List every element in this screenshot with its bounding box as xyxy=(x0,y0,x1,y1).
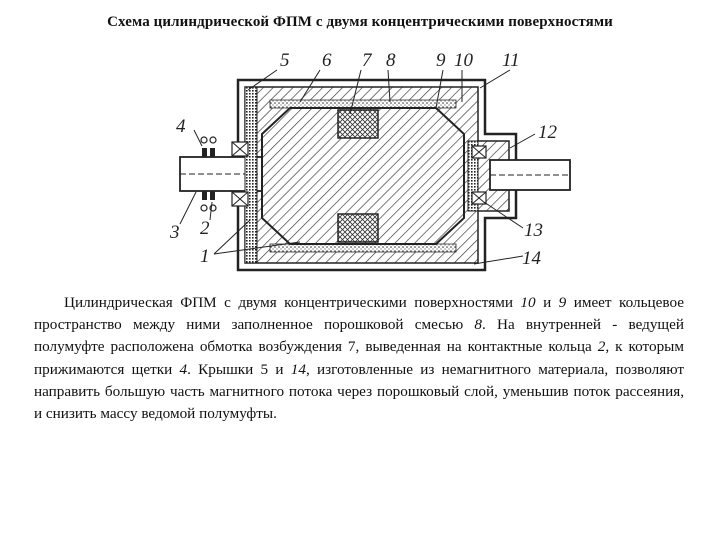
callout-14: 14 xyxy=(522,248,542,269)
callout-12: 12 xyxy=(538,122,558,143)
field-winding-bottom xyxy=(337,213,379,243)
slip-rings-and-brushes xyxy=(200,136,217,212)
callout-9: 9 xyxy=(436,50,446,71)
callout-10: 10 xyxy=(454,50,474,71)
text-run: . Крышки 5 и xyxy=(187,360,291,378)
bearings xyxy=(231,141,487,207)
callout-11: 11 xyxy=(502,50,520,71)
leader-lines xyxy=(179,69,536,265)
ref-10: 10 xyxy=(520,294,536,311)
clutch-diagram: 5 6 7 8 9 10 11 4 12 3 2 13 1 14 xyxy=(150,42,580,282)
text-run: и xyxy=(535,294,559,311)
description-paragraph: Цилиндрическая ФПМ с двумя концентрическ… xyxy=(34,292,684,425)
callout-5: 5 xyxy=(280,50,290,71)
callout-2: 2 xyxy=(200,218,210,239)
text-run: , к которым прижимаются щетки xyxy=(34,338,684,378)
callout-4: 4 xyxy=(176,116,186,137)
ref-2: 2 xyxy=(597,338,606,356)
ref-9: 9 xyxy=(558,294,567,311)
ref-14: 14 xyxy=(290,360,306,378)
callout-1: 1 xyxy=(200,246,210,267)
field-winding-top xyxy=(337,109,379,139)
callout-6: 6 xyxy=(322,50,332,71)
text-run: , изготовленные из немагнитного материал… xyxy=(34,360,684,423)
cover-14 xyxy=(467,140,479,212)
text-run: Цилиндрическая ФПМ с двумя концентрическ… xyxy=(64,294,521,311)
ref-4: 4 xyxy=(179,360,188,378)
callout-7: 7 xyxy=(362,50,373,71)
ref-8: 8 xyxy=(474,316,482,334)
text-run: имеет кольцевое пространство между ними … xyxy=(34,294,684,334)
text-run: . На внутренней - ведущей полумуфте расп… xyxy=(34,316,684,356)
cover-5 xyxy=(244,86,258,264)
callout-8: 8 xyxy=(386,50,396,71)
driving-half-rotor xyxy=(261,107,465,245)
callout-3: 3 xyxy=(169,222,180,243)
powder-gap xyxy=(269,99,457,253)
page-title: Схема цилиндрической ФПМ с двумя концент… xyxy=(107,14,613,30)
callout-13: 13 xyxy=(524,220,543,241)
